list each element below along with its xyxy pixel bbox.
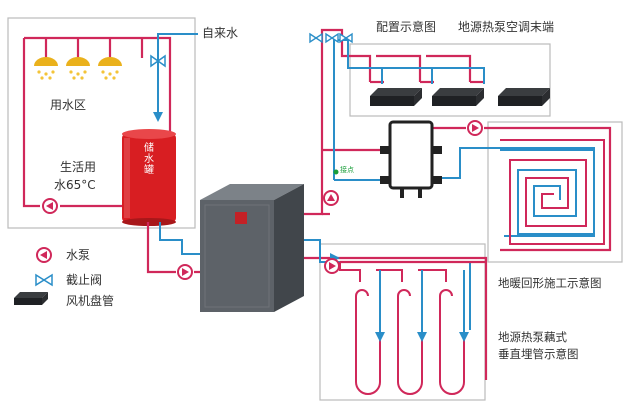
unit-indicator [235, 212, 247, 224]
shower-head-2 [66, 57, 90, 80]
ac-terminal-title: 地源热泵空调末端 [458, 20, 555, 34]
borehole-arrow-3 [459, 332, 469, 342]
junction-label: 接点 [340, 166, 354, 174]
legend-fan-coil-label: 风机盘管 [66, 294, 115, 308]
fan-coil-units [370, 88, 550, 106]
legend-pump-icon [36, 247, 52, 263]
borehole-arrow-2 [417, 332, 427, 342]
fan-coil-unit-2 [432, 88, 484, 106]
top-valve-icon-2 [325, 32, 339, 44]
top-valve-icon-3 [339, 32, 353, 44]
floor-heating-frame [487, 121, 623, 263]
fan-coil-unit-3 [498, 88, 550, 106]
water-zone-piping [22, 36, 172, 208]
pump-icon-ac [323, 190, 339, 206]
legend-valve-label: 截止阀 [66, 273, 103, 287]
pump-icon-borehole [324, 258, 340, 274]
tap-water-arrow [153, 112, 163, 122]
tap-water-label: 自来水 [202, 26, 239, 40]
ac-supply-piping [304, 28, 612, 380]
vertical-borehole-title-1: 地源热泵藕式 [498, 330, 567, 344]
shower-heads [34, 57, 122, 80]
borehole-arrow-1 [375, 332, 385, 342]
vertical-borehole-title-2: 垂直埋管示意图 [498, 347, 579, 361]
floor-heating-title: 地暖回形施工示意图 [498, 276, 602, 290]
legend-valve-icon [35, 273, 53, 287]
fan-coil-unit-1 [370, 88, 422, 106]
domestic-water-label-2: 水65°C [54, 178, 96, 192]
domestic-water-label-1: 生活用 [60, 160, 97, 174]
legend-pump-label: 水泵 [66, 248, 91, 262]
junction-point [333, 169, 339, 175]
water-zone-label: 用水区 [50, 98, 87, 112]
top-valve-icon-1 [309, 32, 323, 44]
ac-terminal-frame [349, 43, 551, 117]
tap-water-line [157, 33, 198, 120]
legend-fan-coil-icon [14, 292, 48, 305]
pump-icon-water-zone [42, 198, 58, 214]
tank-label: 储水罐 [144, 143, 154, 176]
shower-head-3 [98, 57, 122, 80]
borehole-loops [339, 260, 486, 395]
water-zone-frame [7, 17, 196, 229]
tap-water-valve-icon [150, 54, 166, 68]
pump-icon-tank [177, 264, 193, 280]
pump-icon-floor [467, 120, 483, 136]
heat-exchanger [380, 120, 442, 198]
config-title: 配置示意图 [376, 20, 437, 34]
heat-pump-unit [200, 184, 304, 312]
shower-head-1 [34, 57, 58, 80]
floor-heating-coil [500, 139, 605, 245]
vertical-borehole-frame [319, 243, 486, 401]
legend [14, 247, 53, 305]
